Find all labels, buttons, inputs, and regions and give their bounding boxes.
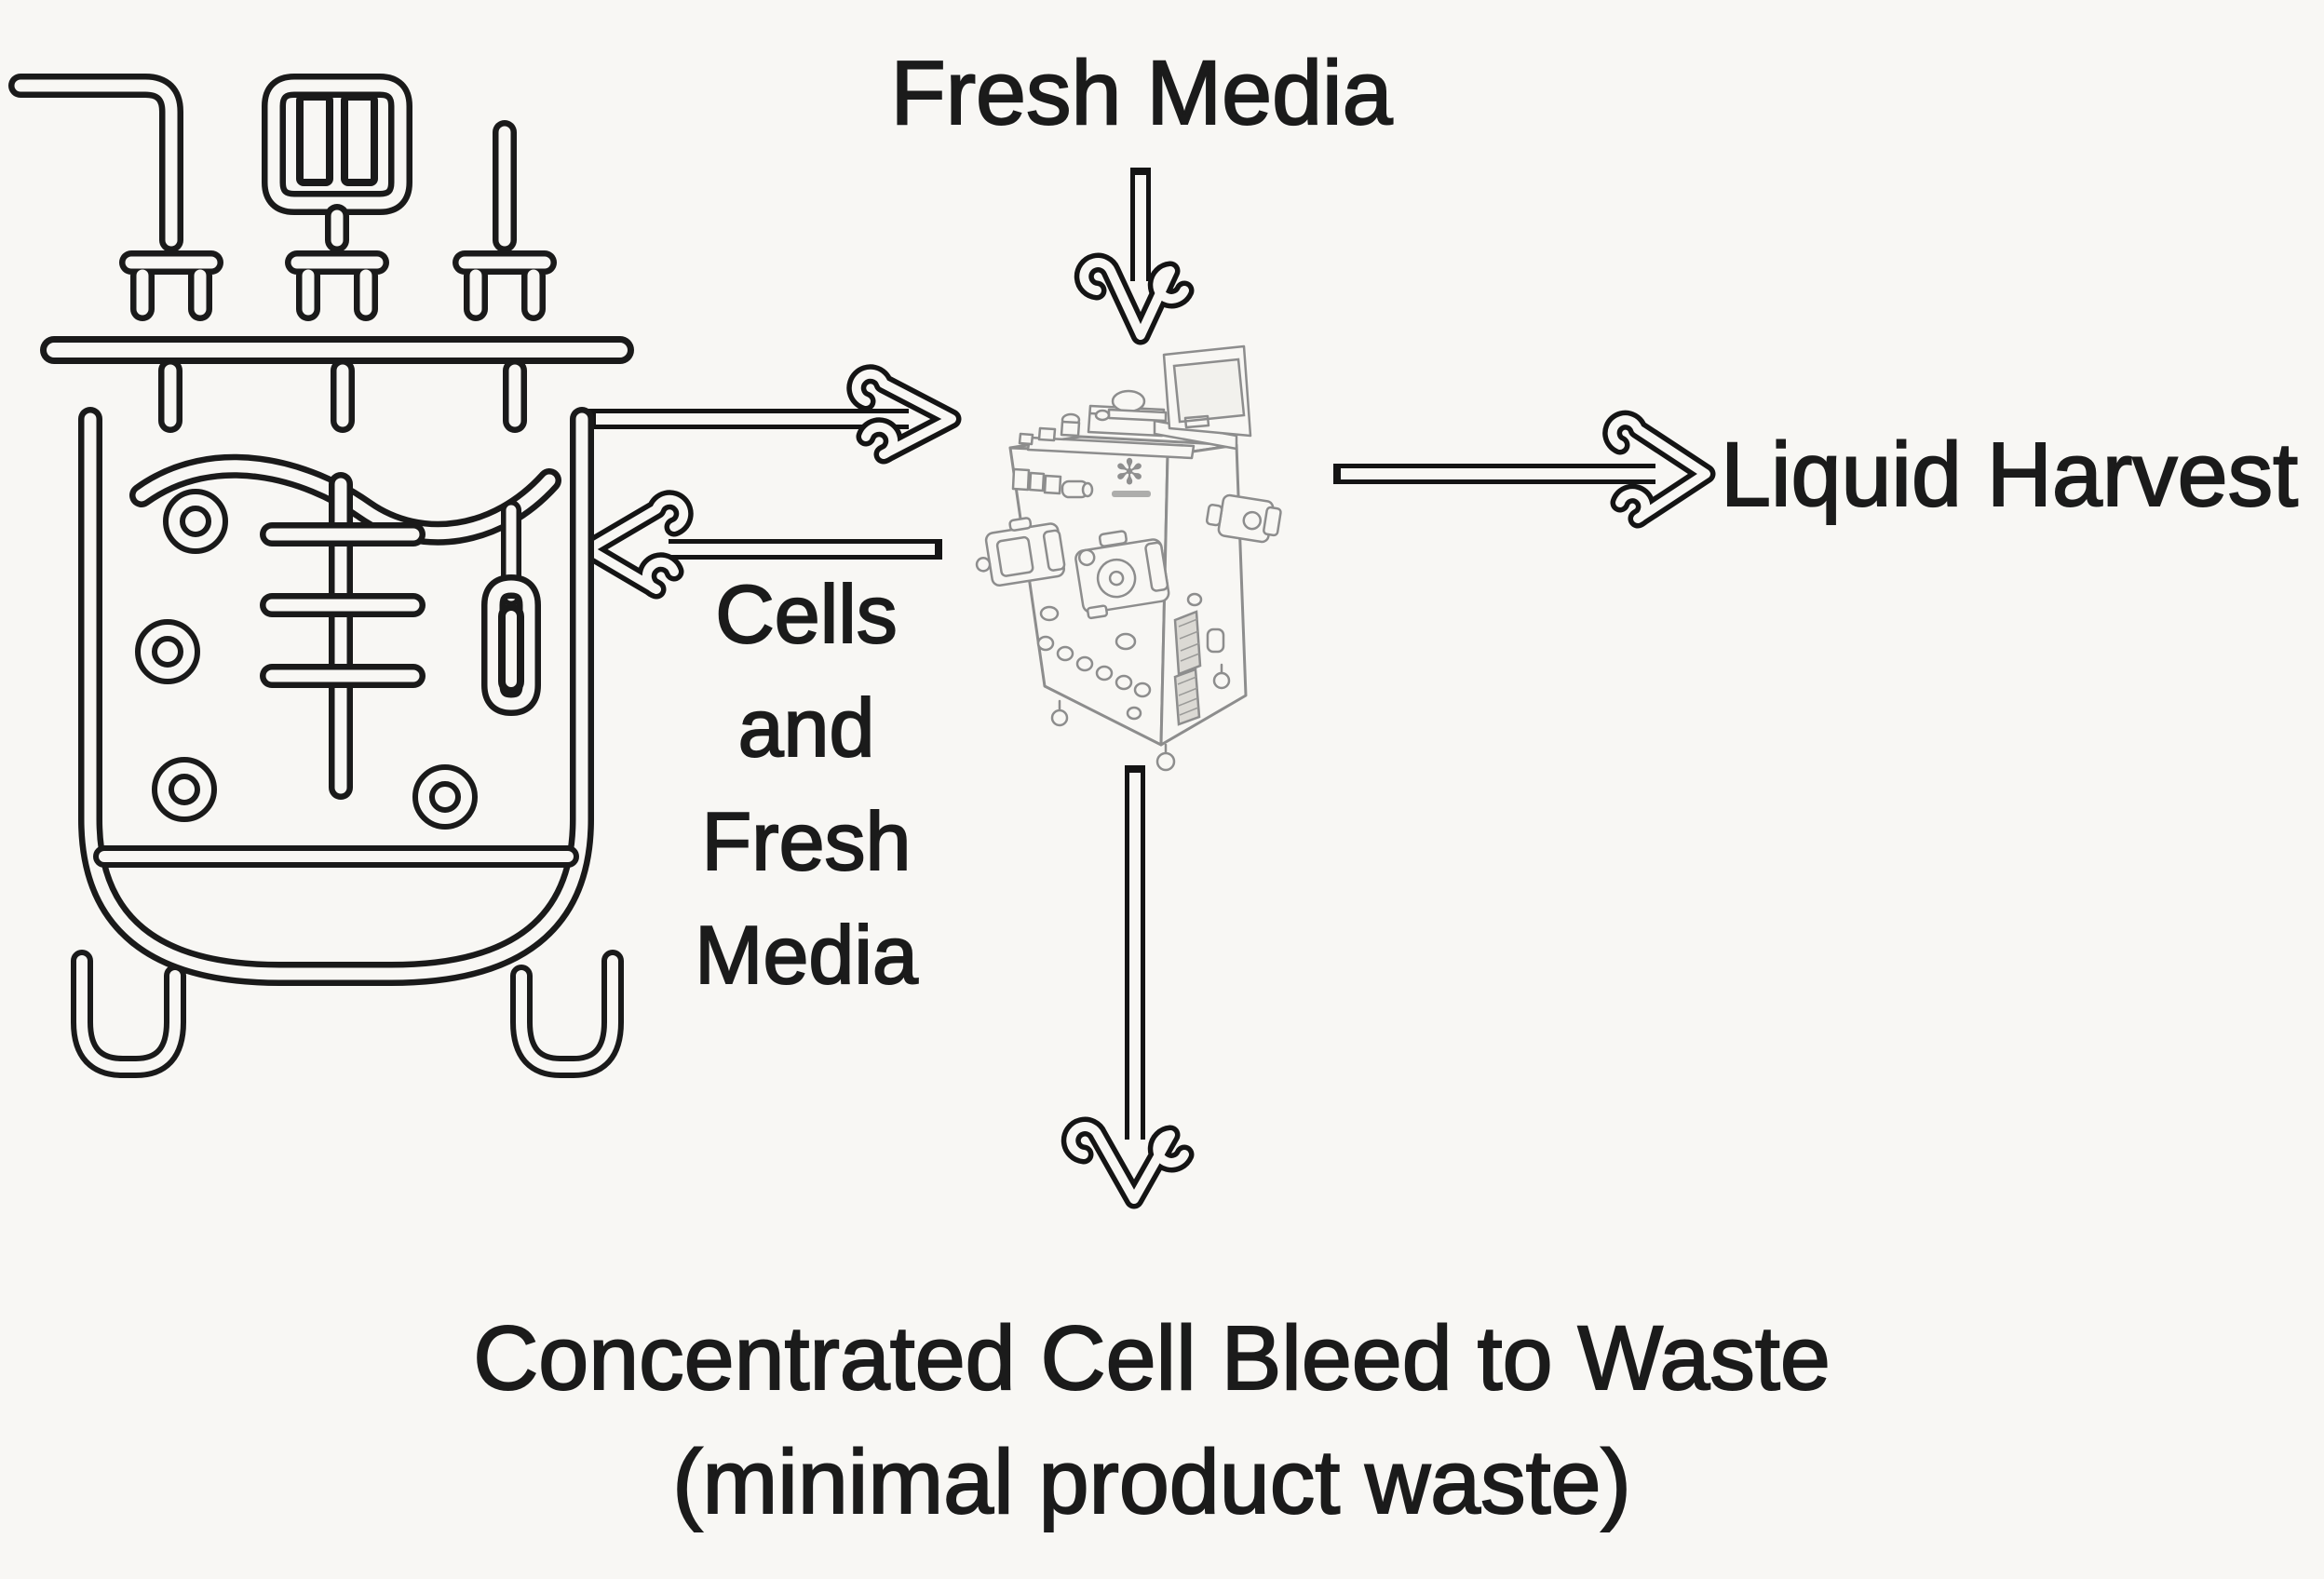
caster-wheel: [1212, 671, 1231, 690]
pump-lever: [1042, 529, 1066, 572]
device-wordmark: [1112, 491, 1151, 497]
pump-door: [995, 535, 1034, 577]
pump-rotor-hub: [1108, 570, 1125, 587]
bioreactor-lid: [54, 350, 620, 421]
perfusion-device-sketch-icon: ✻: [975, 344, 1282, 772]
label-fresh-media: Fresh Media: [890, 42, 1392, 143]
device-deck-nub: [1037, 426, 1057, 442]
vent-hatch: [1177, 676, 1199, 716]
pump-foot: [1086, 604, 1109, 620]
arrow-cell-bleed: [1071, 765, 1184, 1199]
device-side-clamp: [1206, 628, 1225, 654]
device-pump-right: [1205, 493, 1282, 544]
device-deck-tray: [1026, 436, 1196, 460]
motor-vent-slot: [341, 93, 378, 186]
arrow-fresh-media-in: [1084, 168, 1184, 335]
sparger-inlet-pipe: [20, 86, 211, 309]
motor-drive-port: [274, 86, 400, 309]
vent-hatch: [1178, 618, 1200, 662]
label-cells-and-fresh-media: Cells and Fresh Media: [694, 567, 919, 1002]
device-tube-fitting-end: [1081, 481, 1094, 498]
impeller-agitator: [272, 484, 413, 788]
device-port-cap-base: [1060, 420, 1081, 438]
device-port-cap: [1094, 409, 1111, 422]
device-vent-grilles: [1173, 610, 1202, 726]
device-connector-block: [1028, 471, 1046, 493]
label-cells-return-line-2: and: [738, 682, 875, 774]
pump-top-nub: [1098, 530, 1128, 547]
probe-port-rod: [465, 132, 545, 309]
device-dome-base: [1107, 408, 1168, 423]
sensor-probe: [493, 510, 529, 704]
label-cell-bleed-line-2: (minimal product waste): [672, 1431, 1631, 1532]
device-knob: [1115, 674, 1133, 691]
device-connector-block: [1011, 467, 1031, 492]
device-knob: [1075, 655, 1094, 672]
device-knob: [1186, 592, 1203, 607]
pump-clamp-knob: [975, 557, 992, 573]
label-cell-bleed-line-1: Concentrated Cell Bleed to Waste: [473, 1307, 1831, 1409]
caster-wheel: [1050, 709, 1069, 727]
label-cells-return-line-4: Media: [695, 909, 918, 1001]
device-pump-left-1: [975, 517, 1066, 587]
device-deck-nub: [1018, 432, 1034, 446]
pump-rotor: [1096, 558, 1137, 599]
arrow-culture-to-device: [588, 374, 952, 454]
device-dome-fitting: [1111, 389, 1146, 413]
pump-lever: [1263, 506, 1282, 537]
label-cells-return-line-3: Fresh: [702, 795, 912, 887]
device-knob: [1039, 605, 1060, 622]
pump-rotor: [1242, 510, 1263, 531]
device-screen: [1162, 344, 1252, 438]
arrow-liquid-harvest: [1333, 420, 1706, 519]
bubble-icons: [146, 500, 466, 818]
device-right-face: [1159, 443, 1248, 747]
device-knob: [1115, 632, 1137, 651]
device-knob: [1126, 706, 1142, 721]
device-screen-foot: [1183, 414, 1210, 429]
device-valve-knobs: [1036, 592, 1203, 721]
device-knob: [1056, 645, 1074, 662]
label-cell-bleed: Concentrated Cell Bleed to Waste (minima…: [472, 1306, 1831, 1533]
device-logo-icon: ✻: [1115, 452, 1144, 493]
device-top-deck: [1018, 389, 1238, 460]
pump-knob: [1077, 548, 1096, 567]
device-knob: [1095, 665, 1114, 682]
device-front-connectors: [1011, 467, 1094, 499]
device-vent: [1173, 610, 1202, 676]
label-liquid-harvest: Liquid Harvest: [1721, 424, 2298, 525]
probe-window: [498, 603, 524, 695]
device-knob: [1036, 635, 1055, 652]
motor-vent-slot: [296, 93, 333, 186]
pump-clamp: [1205, 504, 1223, 527]
device-casters: [1050, 628, 1231, 772]
pump-top-nub: [1008, 517, 1033, 532]
label-cells-return-line-1: Cells: [715, 568, 898, 660]
device-connector-block: [1043, 474, 1062, 495]
caster-wheel: [1155, 751, 1176, 772]
device-pump-front-2: [1074, 530, 1170, 620]
pump-clamp-arm: [1144, 541, 1169, 592]
stirred-tank-bioreactor-icon: [20, 86, 620, 1067]
device-screen-display: [1172, 358, 1246, 424]
device-knob: [1133, 682, 1152, 698]
arrow-cells-return: [588, 500, 942, 589]
